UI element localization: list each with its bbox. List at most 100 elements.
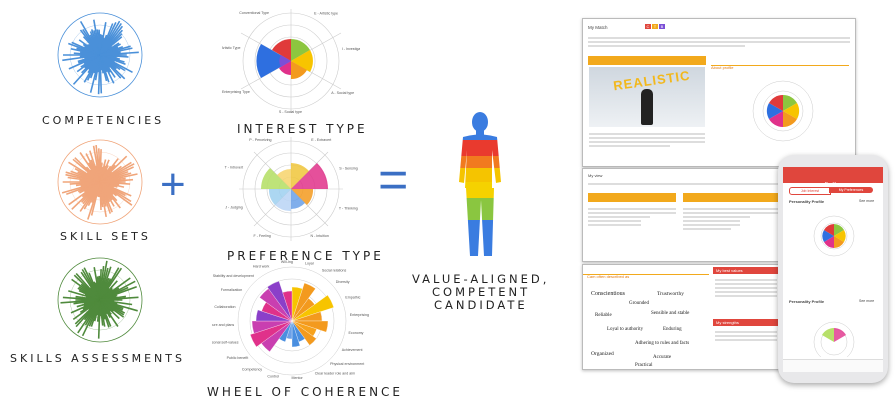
description-word: Reliable [595,313,612,318]
axis-label: Mentor [292,376,304,380]
middle-title: My view [588,173,603,178]
axis-label: Formalization [221,288,243,292]
competencies-label: COMPETENCIES [42,114,165,127]
coherence-sector [250,320,293,348]
desktop-screen-description: Cam often described as My best values My… [582,264,784,370]
phone-tab-active[interactable]: Job Interest [789,187,831,195]
axis-label: Physical environment [330,362,364,366]
axis-label: I - Investigative Type [342,47,360,51]
interest-type-wheel: Conventional Type E - Artistic type I - In… [222,9,360,114]
logo-letter-1: C [645,24,651,29]
phone-header: Profiles [783,173,883,188]
phone-tab-other[interactable]: My Preferences [829,187,873,193]
description-word: Accurate [653,355,672,360]
coherence-sector [267,280,293,322]
axis-label: Will-Ing [281,260,293,264]
description-word: Conscientious [591,291,625,297]
description-word: Organized [591,351,614,357]
axis-label: E - Extravert [311,138,331,142]
axis-label: Competency [242,368,262,372]
axis-label: Control [267,375,279,379]
axis-label: Achievement [342,348,363,352]
phone-tab-bar [783,359,883,372]
candidate-figure [459,112,501,256]
description-word: Enduring [663,327,682,332]
interest-type-label: INTEREST TYPE [237,122,368,136]
result-line-3: CANDIDATE [434,298,528,312]
logo-letter-3: B [659,24,665,29]
phone-card1-title: Personality Profile [789,199,825,204]
result-line-1: VALUE-ALIGNED, [412,272,550,286]
bottom-header: Cam often described as [583,265,709,279]
desktop-screen-view: My view Realistic Investigative [582,168,784,262]
axis-label: Empathic [345,295,360,299]
axis-label: E - Artistic type [314,11,338,15]
axis-label: T - Introvert [225,166,244,170]
axis-label: P - Perceiving [249,138,271,142]
section-header-right: About profile [711,56,849,70]
desktop-logo: C T B [645,24,665,29]
axis-label: Stability and development [213,274,254,278]
axis-label: Enterprising [350,313,369,317]
wheel-of-coherence-label: WHEEL OF COHERENCE [207,385,404,399]
bottom-right-header-1: My best values [713,267,781,274]
description-word: Sensible and stable [651,311,690,316]
axis-label: F - Feeling [254,234,271,238]
axis-label: T - Thinking [339,206,358,210]
desktop-title: My Match [588,25,608,30]
coherence-sector [291,282,316,322]
competencies-wheel [57,12,143,98]
middle-header-right: Investigative [683,193,778,207]
description-word: Practical [635,363,653,368]
video-person [641,89,653,125]
description-word: Grounded [629,301,649,306]
axis-label: E - Enterprising Type [222,90,250,94]
preference-type-label: PREFERENCE TYPE [227,249,384,263]
video-thumbnail[interactable]: REALISTIC [589,67,705,127]
coherence-sector [251,320,293,334]
phone-card1-see-more[interactable]: See more [859,199,875,203]
video-title: REALISTIC [612,67,692,94]
result-line-2: COMPETENT [432,285,531,299]
description-word: Loyal to authority [607,327,644,332]
axis-label: Loyal [305,262,314,266]
skill-sets-label: SKILL SETS [60,230,151,243]
axis-label: S - Sensing [339,167,358,171]
axis-label: S - Social type [279,110,302,114]
axis-label: Clear leader role and aim [315,371,355,375]
axis-label: Collaboration [214,305,235,309]
preference-type-wheel: P - Perceiving E - Extravert S - Sensing T … [225,137,358,241]
equals-sign: = [378,151,409,209]
axis-label: Economy [349,331,364,335]
coherence-sector [291,320,317,346]
description-word: Trustworthy [657,291,684,297]
coherence-sector [291,294,334,322]
axis-label: Social relations [322,268,347,272]
axis-label: Conventional Type [239,11,269,15]
axis-label: E - Artistic Type [222,46,241,50]
skills-assessments-label: SKILLS ASSESSMENTS [10,352,185,365]
logo-letter-2: T [652,24,658,29]
phone-device: Carrier Profiles Job Interest My Prefere… [778,155,888,383]
bottom-right-header-2: My strengths [713,319,781,326]
phone-wheel-1 [813,215,855,257]
axis-label: Personal self-values [212,341,239,345]
axis-label: Diversity [336,280,350,284]
axis-label: N - Intuition [311,234,329,238]
middle-header-left: Realistic [588,193,676,207]
about-profile-wheel [752,80,814,142]
plus-sign: + [160,160,186,209]
description-word: Adhering to rules and facts [635,341,690,346]
phone-wheel-2 [813,321,855,357]
phone-card2-see-more[interactable]: See more [859,299,875,303]
desktop-screen-profile: My Match C T B Job Interest Type About p… [582,18,856,167]
skill-sets-wheel [57,139,143,225]
coherence-sector [291,320,301,348]
axis-label: Public benefit [227,356,249,360]
axis-label: Hard work [253,265,270,269]
axis-label: Structure and plans [212,323,234,327]
phone-card2-title: Personality Profile [789,299,825,304]
skills-assessments-wheel [57,257,143,343]
axis-label: A - Social type [331,91,354,95]
